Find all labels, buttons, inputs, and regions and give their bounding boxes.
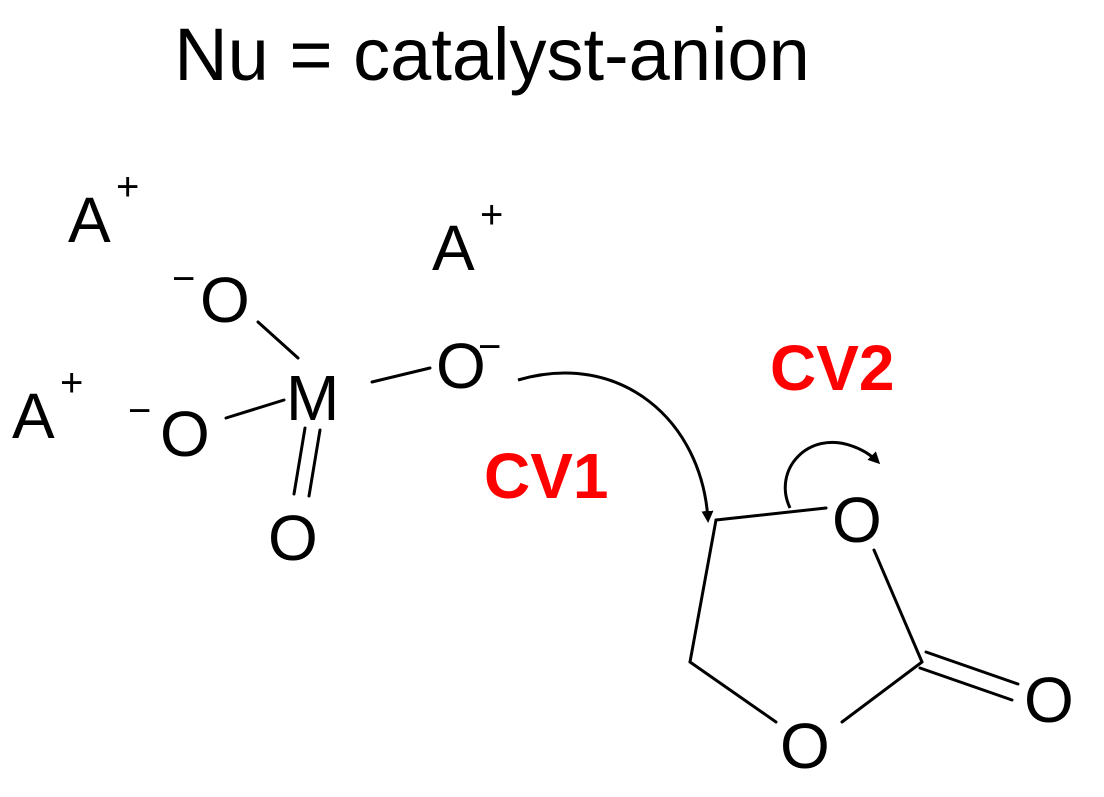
double-bond bbox=[307, 428, 322, 498]
cv1-attack-arrow bbox=[517, 371, 714, 523]
svg-text:A: A bbox=[432, 212, 475, 284]
double-bond bbox=[918, 666, 1014, 702]
metal-oxoanion: O − O − O − M O bbox=[128, 257, 501, 574]
double-bond bbox=[924, 650, 1020, 686]
svg-text:+: + bbox=[480, 193, 503, 237]
oxygen-atom: O bbox=[832, 484, 882, 556]
svg-text:+: + bbox=[116, 165, 139, 209]
page-title: Nu = catalyst-anion bbox=[174, 13, 810, 96]
bond bbox=[840, 660, 924, 724]
oxygen-atom: O bbox=[1024, 664, 1074, 736]
negative-charge: − bbox=[128, 389, 151, 433]
bond bbox=[688, 660, 778, 724]
bond bbox=[872, 548, 924, 664]
oxygen-atom: O bbox=[780, 710, 830, 782]
double-bond bbox=[292, 426, 307, 496]
cation-top-right: A + bbox=[432, 193, 503, 284]
cv2-ring-opening-arrow bbox=[783, 440, 881, 509]
metal-atom: M bbox=[286, 362, 339, 434]
oxygen-atom: O bbox=[268, 502, 318, 574]
ethylene-carbonate: O O O bbox=[688, 484, 1074, 782]
bond bbox=[224, 398, 286, 420]
oxygen-atom: O bbox=[160, 398, 210, 470]
negative-charge: − bbox=[172, 257, 195, 301]
cv1-label: CV1 bbox=[484, 440, 609, 512]
negative-charge: − bbox=[478, 325, 501, 369]
svg-text:A: A bbox=[68, 184, 111, 256]
bond bbox=[256, 320, 300, 360]
oxygen-atom: O bbox=[436, 330, 486, 402]
svg-text:+: + bbox=[60, 361, 83, 405]
bond bbox=[714, 506, 828, 522]
bond bbox=[370, 366, 432, 384]
svg-text:A: A bbox=[12, 380, 55, 452]
bond bbox=[688, 518, 718, 664]
cv2-label: CV2 bbox=[770, 332, 895, 404]
oxygen-atom: O bbox=[200, 264, 250, 336]
cation-top-left: A + bbox=[68, 165, 139, 256]
cation-left: A + bbox=[12, 361, 83, 452]
